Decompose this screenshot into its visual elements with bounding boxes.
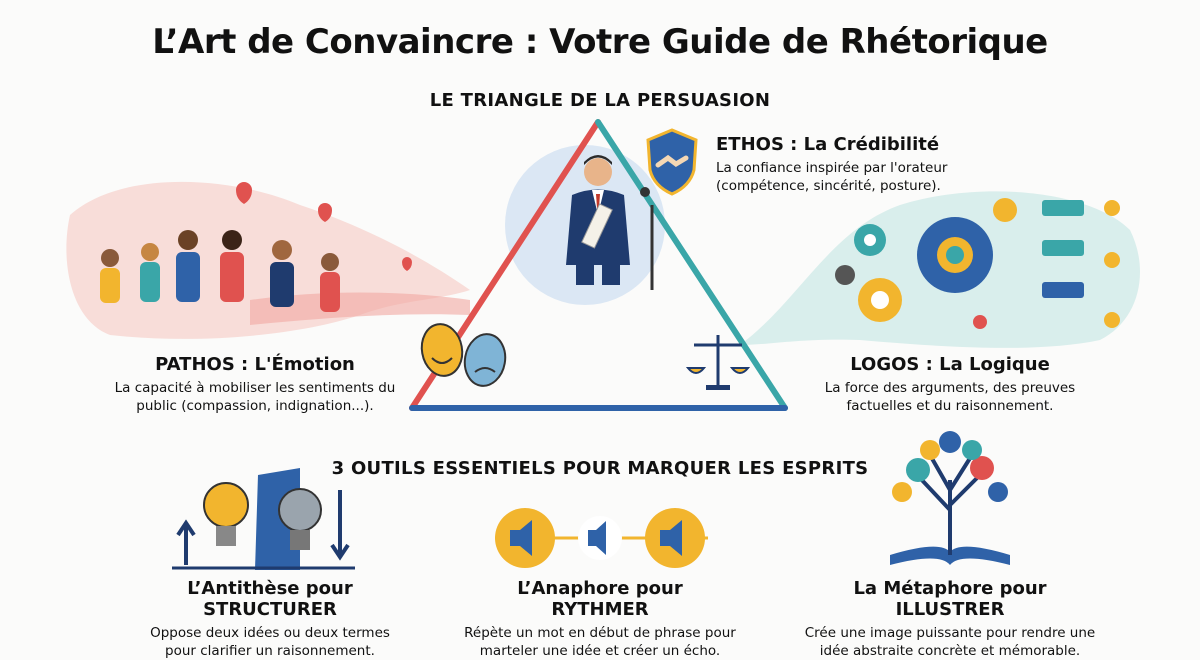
tool-anaphore-title-1: L’Anaphore pour <box>517 578 683 599</box>
logic-gears-illustration <box>835 198 1017 322</box>
theatre-masks-icon <box>420 323 507 387</box>
tool-metaphore-title-2: ILLUSTRER <box>895 599 1005 620</box>
logos-block: LOGOS : La Logique La force des argument… <box>800 354 1100 415</box>
tool-antithese-title-1: L’Antithèse pour <box>187 578 353 599</box>
pathos-desc-2: public (compassion, indignation...). <box>136 398 374 414</box>
ethos-desc-2: (compétence, sincérité, posture). <box>716 178 941 194</box>
tool-antithese: L’Antithèse pour STRUCTURER Oppose deux … <box>110 578 430 660</box>
tool-metaphore-title-1: La Métaphore pour <box>853 578 1047 599</box>
flowchart-icon <box>973 200 1120 329</box>
tool-anaphore-desc-2: marteler une idée et créer un écho. <box>479 643 721 659</box>
ethos-desc-1: La confiance inspirée par l'orateur <box>716 160 948 176</box>
orator-figure <box>566 155 654 290</box>
tool-metaphore: La Métaphore pour ILLUSTRER Crée une ima… <box>780 578 1120 660</box>
tool-antithese-desc-1: Oppose deux idées ou deux termes <box>150 625 390 641</box>
tool-antithese-title-2: STRUCTURER <box>203 599 337 620</box>
logos-desc-1: La force des arguments, des preuves <box>824 380 1076 396</box>
tool-anaphore: L’Anaphore pour RYTHMER Répète un mot en… <box>440 578 760 660</box>
balance-scale-icon <box>685 335 751 390</box>
shield-handshake-icon <box>646 128 698 196</box>
page-title: L’Art de Convaincre : Votre Guide de Rhé… <box>152 22 1048 62</box>
tools-heading: 3 OUTILS ESSENTIELS POUR MARQUER LES ESP… <box>331 458 869 479</box>
anaphora-speakers-icon <box>495 508 708 568</box>
metaphor-tree-book-icon <box>890 431 1010 565</box>
triangle-right-side <box>595 119 788 411</box>
antithesis-bulbs-icon <box>172 468 355 570</box>
pathos-block: PATHOS : L'Émotion La capacité à mobilis… <box>95 354 415 415</box>
logos-title: LOGOS : La Logique <box>850 354 1050 375</box>
tool-metaphore-desc-2: idée abstraite concrète et mémorable. <box>819 643 1081 659</box>
logos-desc-2: factuelles et du raisonnement. <box>846 398 1054 414</box>
tool-metaphore-desc-1: Crée une image puissante pour rendre une <box>804 625 1096 641</box>
tool-antithese-desc-2: pour clarifier un raisonnement. <box>165 643 375 659</box>
ethos-block: ETHOS : La Crédibilité La confiance insp… <box>716 134 1016 195</box>
ethos-title: ETHOS : La Crédibilité <box>716 134 940 155</box>
crowd-illustration <box>100 182 412 312</box>
pathos-desc-1: La capacité à mobiliser les sentiments d… <box>114 380 396 396</box>
triangle-heading: LE TRIANGLE DE LA PERSUASION <box>429 90 771 111</box>
emotion-stream <box>250 292 470 325</box>
tool-anaphore-desc-1: Répète un mot en début de phrase pour <box>464 625 736 641</box>
pathos-title: PATHOS : L'Émotion <box>155 354 355 375</box>
tool-anaphore-title-2: RYTHMER <box>551 599 649 620</box>
